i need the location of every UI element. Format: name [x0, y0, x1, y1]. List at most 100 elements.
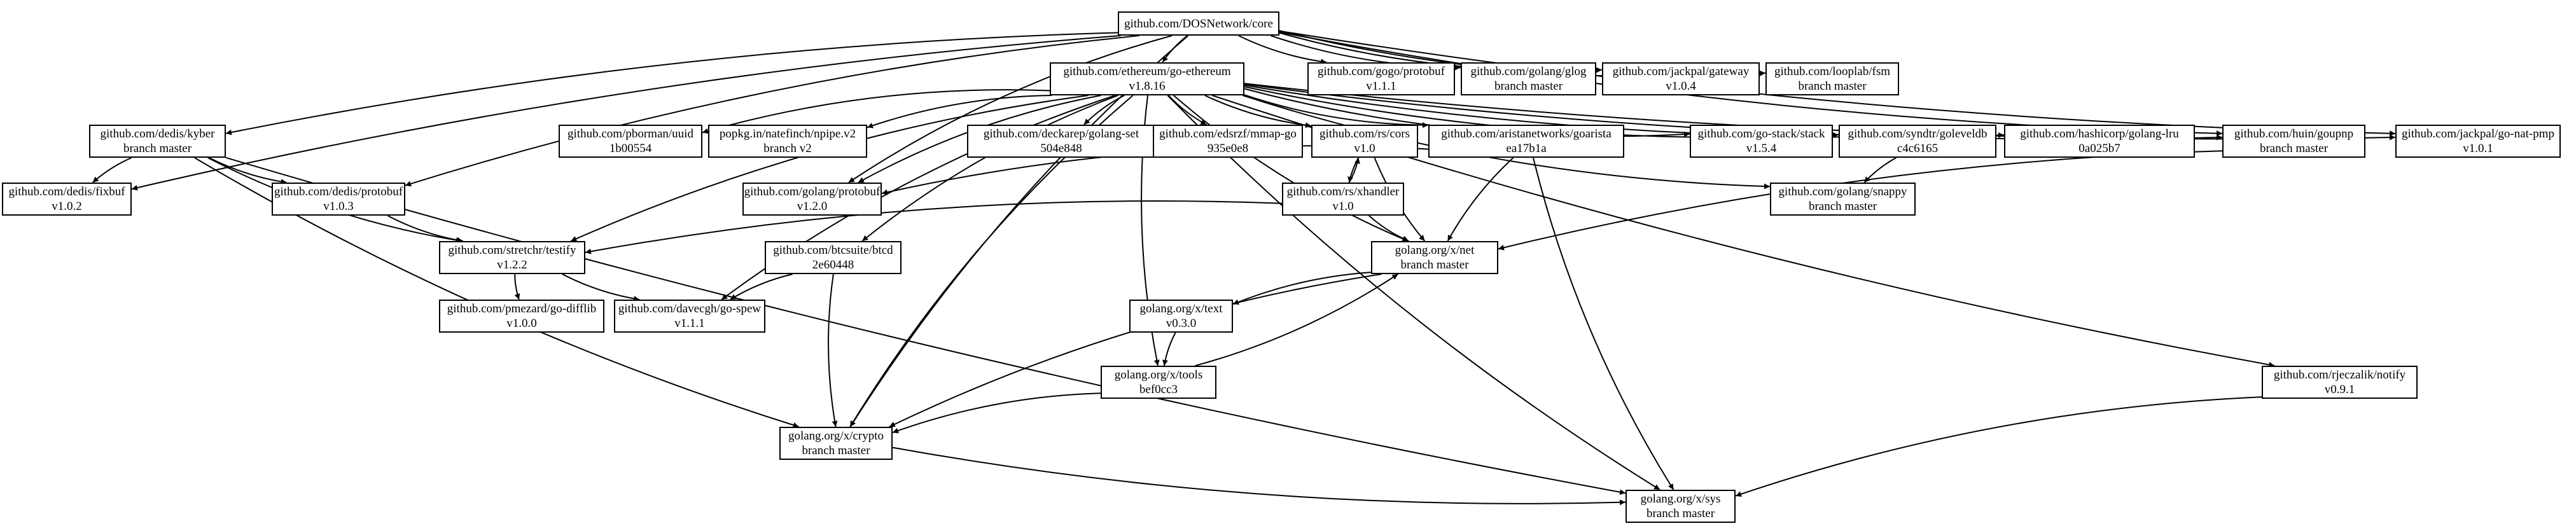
package-version: v0.3.0: [1166, 317, 1197, 330]
package-version: v1.0: [1354, 142, 1375, 155]
package-version: v1.0.4: [1666, 80, 1696, 93]
dependency-edge-goeth-to-snappy: [1243, 95, 1771, 190]
dependency-edge-core-to-gogoproto: [1238, 35, 1327, 65]
package-name: github.com/jackpal/go-nat-pmp: [2401, 127, 2555, 141]
package-name: golang.org/x/crypto: [788, 429, 884, 443]
dependency-edge-goeth-to-mmap: [1167, 95, 1207, 125]
package-version: branch master: [1808, 200, 1877, 213]
package-name: popkg.in/natefinch/npipe.v2: [719, 127, 856, 141]
package-version: v1.1.1: [1366, 80, 1396, 93]
package-version: branch v2: [763, 142, 812, 155]
dependency-edge-btcd-to-gospew: [730, 273, 793, 300]
package-version: v1.0.0: [506, 317, 537, 330]
package-name: golang.org/x/sys: [1640, 492, 1721, 506]
dependency-edge-goeth-to-cors: [1204, 95, 1312, 128]
dependency-edge-goeth-to-uuid: [702, 89, 1050, 134]
package-name: github.com/go-stack/stack: [1697, 127, 1825, 141]
package-version: v1.1.1: [674, 317, 705, 330]
dependency-node-fsm: github.com/looplab/fsm branch master: [1765, 62, 1899, 95]
package-version: 504e848: [1040, 142, 1082, 155]
package-version: v1.8.16: [1129, 80, 1166, 93]
package-version: v1.2.0: [797, 200, 828, 213]
package-version: v1.0.3: [323, 200, 354, 213]
package-name: github.com/rs/xhandler: [1286, 185, 1400, 198]
package-version: v1.0: [1332, 200, 1354, 213]
dependency-edge-dedisproto-to-testify: [387, 215, 463, 243]
package-version: c4c6165: [1897, 142, 1939, 155]
package-name: github.com/jackpal/gateway: [1612, 65, 1750, 78]
dependency-node-core: github.com/DOSNetwork/core: [1118, 11, 1279, 36]
package-name: github.com/looplab/fsm: [1774, 65, 1891, 78]
dependency-edge-goarista-to-xnet: [1447, 157, 1514, 242]
package-name: golang.org/x/net: [1395, 244, 1475, 257]
package-version: branch master: [802, 444, 870, 457]
package-name: github.com/dedis/kyber: [100, 127, 215, 141]
dependency-edge-goarista-to-xsys: [1533, 157, 1674, 490]
package-version: branch master: [123, 142, 192, 155]
package-version: 1b00554: [609, 142, 652, 155]
dependency-edge-goeth-to-xnet: [1173, 95, 1409, 242]
dependency-node-golangproto: github.com/golang/protobuf v1.2.0: [742, 183, 882, 216]
dependency-edge-xtools-to-xcrypto: [892, 392, 1101, 434]
package-name: github.com/deckarep/golang-set: [983, 127, 1139, 141]
package-version: branch master: [1646, 507, 1715, 520]
dependency-node-gateway: github.com/jackpal/gateway v1.0.4: [1602, 62, 1760, 95]
package-name: github.com/hashicorp/golang-lru: [2020, 127, 2179, 141]
dependency-edge-goeth-to-goarista: [1244, 94, 1429, 128]
dependency-edge-testify-to-gospew: [562, 273, 640, 302]
package-name: github.com/gogo/protobuf: [1317, 65, 1445, 78]
dependency-edge-core-to-kyber: [225, 32, 1118, 135]
package-name: github.com/golang/snappy: [1778, 185, 1907, 198]
package-name: github.com/edsrzf/mmap-go: [1159, 127, 1297, 141]
package-version: 2e60448: [812, 258, 854, 272]
package-name: github.com/syndtr/goleveldb: [1848, 127, 1988, 141]
package-name: github.com/aristanetworks/goarista: [1441, 127, 1612, 141]
dependency-edge-core-to-fixbuf: [131, 35, 1121, 191]
package-name: github.com/dedis/fixbuf: [8, 185, 125, 198]
package-version: bef0cc3: [1139, 383, 1178, 396]
dependency-edge-goeth-to-golangset: [1083, 95, 1125, 125]
package-version: branch master: [1798, 80, 1867, 93]
dependency-edge-goleveldb-to-snappy: [1863, 157, 1897, 183]
package-name: github.com/DOSNetwork/core: [1124, 17, 1273, 31]
package-name: github.com/golang/glog: [1470, 65, 1587, 78]
dependency-edge-notify-to-xsys: [1735, 396, 2262, 497]
dependency-edge-xhandler-to-xnet: [1368, 215, 1409, 242]
dependency-edge-kyber-to-xsys: [225, 156, 1626, 495]
package-version: v1.2.2: [497, 258, 527, 272]
package-name: github.com/btcsuite/btcd: [773, 244, 893, 257]
dependency-edge-xnet-to-xtext: [1232, 272, 1372, 305]
package-version: v1.0.1: [2463, 142, 2493, 155]
dependency-node-gospew: github.com/davecgh/go-spew v1.1.1: [614, 300, 765, 333]
dependency-edge-kyber-to-fixbuf: [92, 157, 132, 183]
package-name: github.com/pborman/uuid: [567, 127, 693, 141]
package-version: ea17b1a: [1506, 142, 1547, 155]
package-name: github.com/stretchr/testify: [448, 244, 576, 257]
dependency-edge-testify-to-difflib: [514, 273, 520, 300]
package-name: github.com/davecgh/go-spew: [618, 302, 762, 315]
package-name: github.com/golang/protobuf: [744, 185, 881, 198]
dependency-edge-xtools-to-xnet: [1195, 273, 1398, 366]
